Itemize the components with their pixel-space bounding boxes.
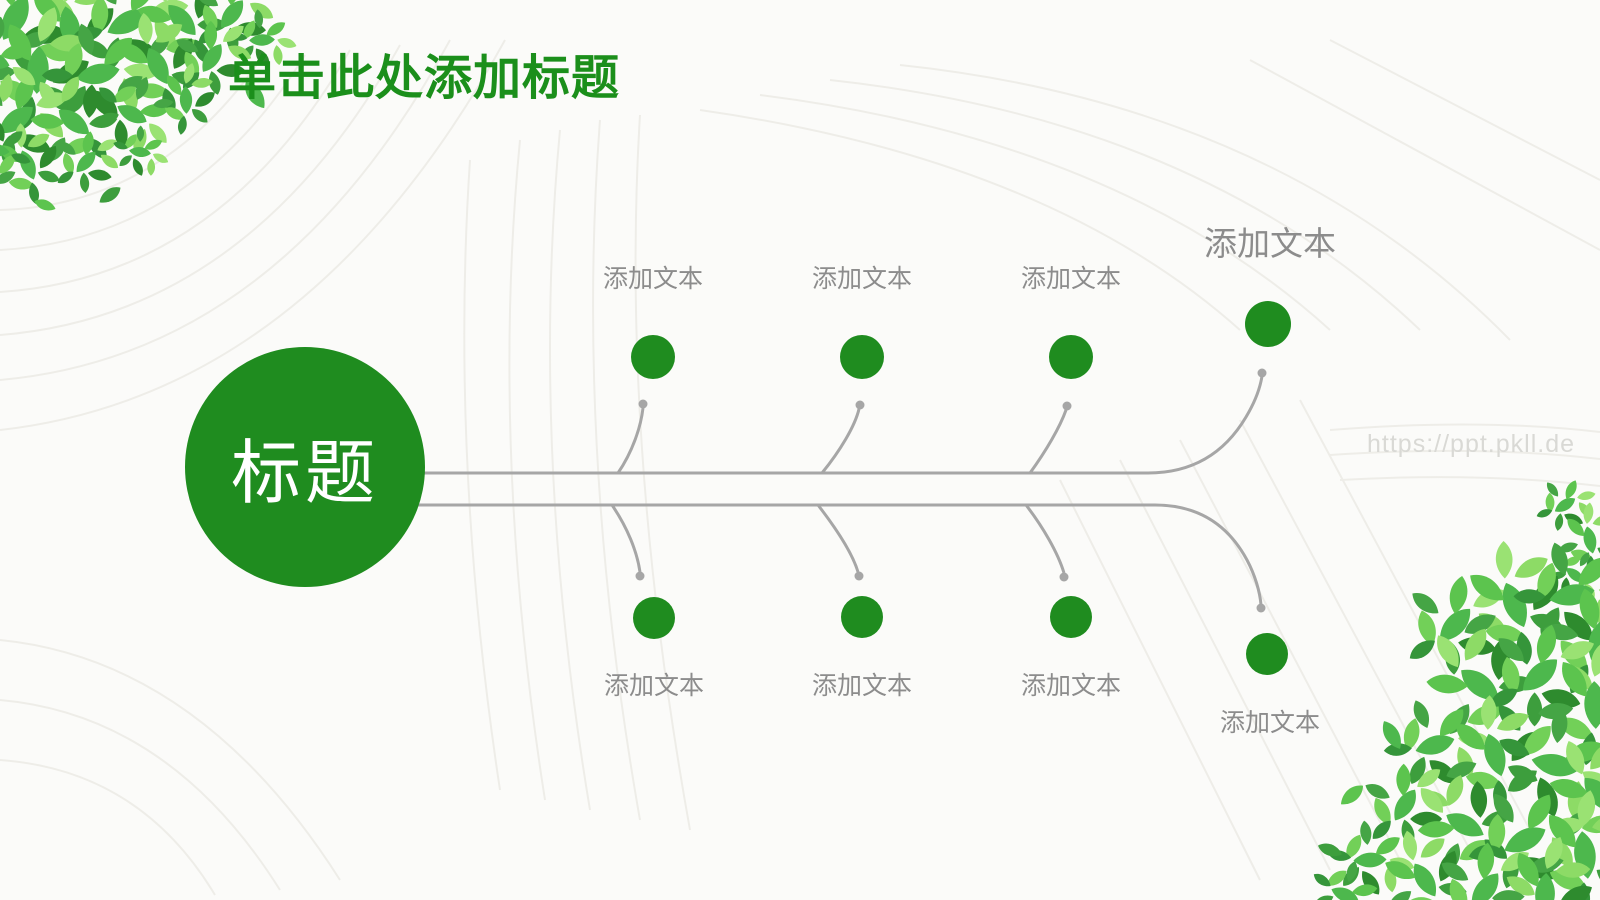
- fishbone-lines: [410, 375, 1264, 606]
- branch-line-top-2: [820, 408, 861, 474]
- fishbone-spine-top: [410, 375, 1264, 475]
- center-title-label: 标题: [231, 433, 379, 512]
- branch-label-top-2[interactable]: 添加文本: [811, 265, 913, 293]
- branch-dot-top-4: [1245, 301, 1291, 347]
- branch-dot-top-3: [1049, 335, 1093, 379]
- branch-label-bottom-1[interactable]: 添加文本: [603, 672, 705, 700]
- branch-label-bottom-4[interactable]: 添加文本: [1219, 709, 1321, 737]
- leaf-decoration-top-left: [0, 0, 304, 218]
- branch-dot-top-1: [631, 335, 675, 379]
- leaf-decoration-bottom-right: [1307, 463, 1600, 900]
- fishbone-spine-bottom: [410, 503, 1263, 606]
- slide-title[interactable]: 单击此处添加标题: [228, 52, 621, 105]
- branch-label-top-4[interactable]: 添加文本: [1204, 225, 1336, 262]
- branch-line-bottom-3: [1024, 504, 1066, 574]
- branch-label-bottom-3[interactable]: 添加文本: [1020, 672, 1122, 700]
- branch-line-bottom-2: [816, 504, 860, 573]
- branch-label-top-3[interactable]: 添加文本: [1020, 265, 1122, 293]
- branch-dot-bottom-3: [1050, 596, 1092, 638]
- branch-dot-bottom-4: [1246, 633, 1288, 675]
- branch-dot-top-2: [840, 335, 884, 379]
- center-title-circle[interactable]: 标题: [185, 347, 425, 587]
- fishbone-node-dots: [631, 301, 1291, 675]
- branch-dot-bottom-1: [633, 597, 675, 639]
- leaf-vein-pattern: [0, 39, 1600, 896]
- branch-line-bottom-1: [610, 504, 642, 573]
- branch-label-bottom-2[interactable]: 添加文本: [811, 672, 913, 700]
- fishbone-connector-dots: [635, 368, 1267, 613]
- watermark: https://ppt.pkll.de: [1367, 430, 1576, 458]
- branch-line-top-1: [616, 407, 645, 474]
- branch-label-top-1[interactable]: 添加文本: [602, 265, 704, 293]
- branch-line-top-3: [1028, 409, 1068, 474]
- branch-dot-bottom-2: [841, 596, 883, 638]
